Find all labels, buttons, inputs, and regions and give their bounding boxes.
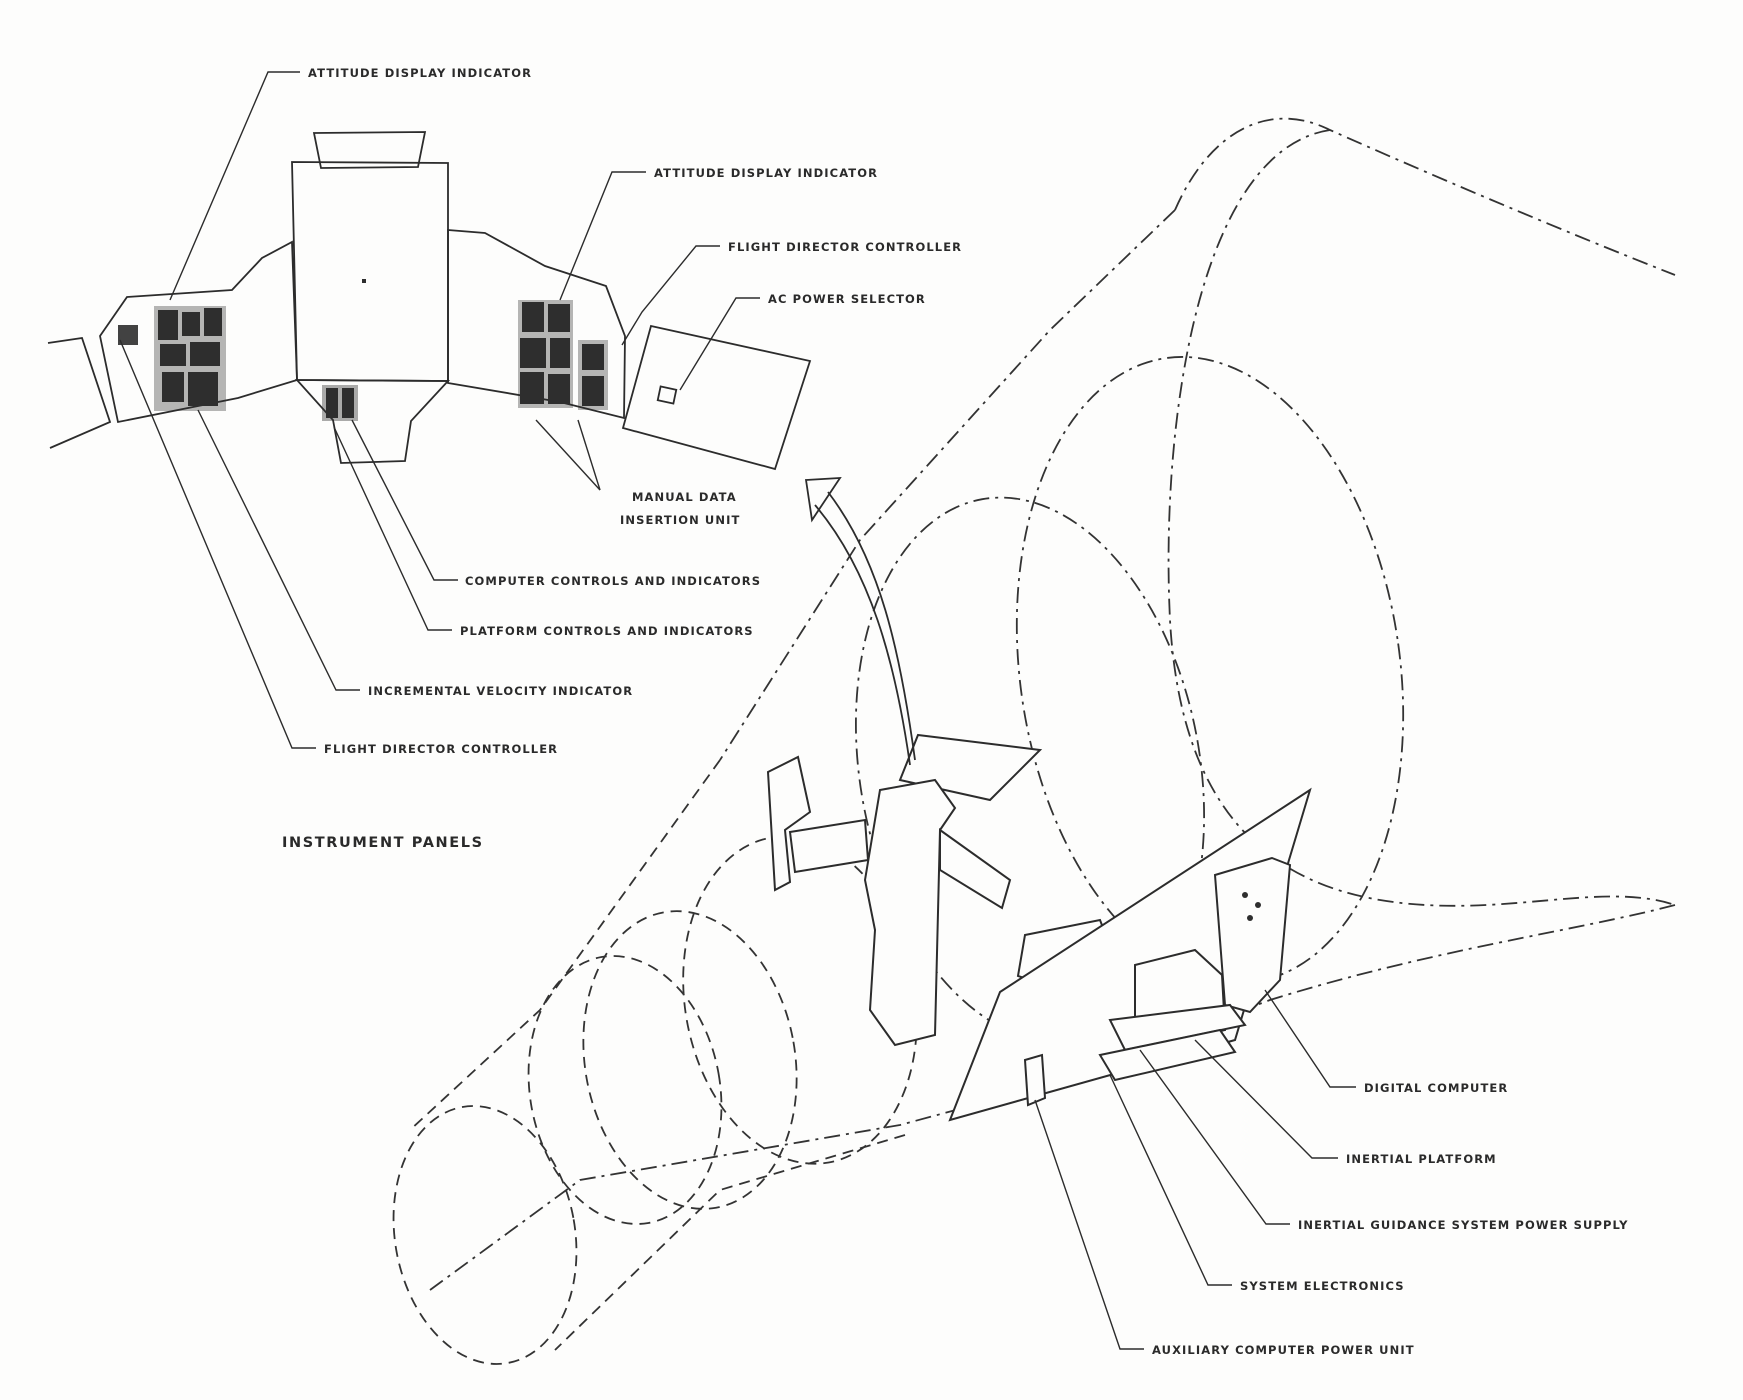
spacecraft-equipment <box>766 733 1312 1122</box>
seat-left-arm <box>788 818 870 874</box>
section-title: INSTRUMENT PANELS <box>282 835 484 851</box>
center-instrument-cluster <box>322 385 358 421</box>
cone-top-edge <box>1174 117 1676 276</box>
middle-ellipse <box>1015 356 1405 984</box>
ring-forward-2 <box>582 910 798 1210</box>
panel-center-pedestal <box>294 379 451 464</box>
label-attitude-display-right: ATTITUDE DISPLAY INDICATOR <box>654 166 878 180</box>
arrow-shaft <box>827 491 916 761</box>
aux-computer-power-box <box>1023 1053 1047 1107</box>
callout-arrow <box>804 476 916 766</box>
equipment-labels: DIGITAL COMPUTER INERTIAL PLATFORM INERT… <box>1152 1081 1629 1357</box>
ring-forward-3 <box>527 955 723 1225</box>
nose-lower-edge <box>554 1134 906 1351</box>
label-manual-data-line1: MANUAL DATA <box>632 490 737 504</box>
panel-center-box <box>291 161 449 382</box>
instrument-panel-drawing <box>47 131 812 471</box>
panel-leader-lines <box>119 71 760 749</box>
seat-left <box>766 755 812 892</box>
left-instrument-cluster <box>118 306 226 411</box>
panel-ac-power-box <box>621 324 812 471</box>
label-incremental-velocity: INCREMENTAL VELOCITY INDICATOR <box>368 684 633 698</box>
panel-right-console <box>447 229 626 420</box>
rear-ellipse-large <box>1167 129 1676 907</box>
arrow-head-icon <box>804 476 842 523</box>
label-platform-controls: PLATFORM CONTROLS AND INDICATORS <box>460 624 754 638</box>
equipment-leader-lines <box>1034 989 1356 1350</box>
panel-labels: ATTITUDE DISPLAY INDICATOR ATTITUDE DISP… <box>308 66 962 756</box>
label-igs-power-supply: INERTIAL GUIDANCE SYSTEM POWER SUPPLY <box>1298 1218 1629 1232</box>
right-instrument-cluster <box>518 300 608 410</box>
label-aux-computer-power: AUXILIARY COMPUTER POWER UNIT <box>1152 1343 1415 1357</box>
system-electronics-slab <box>1098 1028 1237 1082</box>
label-flight-director-top: FLIGHT DIRECTOR CONTROLLER <box>728 240 962 254</box>
cone-upper-left-edge <box>719 209 1176 761</box>
digital-computer-box <box>1213 856 1292 1014</box>
center-pedestal <box>863 778 957 1047</box>
label-computer-controls: COMPUTER CONTROLS AND INDICATORS <box>465 574 761 588</box>
nose-ellipse <box>392 1105 578 1365</box>
label-attitude-display-left: ATTITUDE DISPLAY INDICATOR <box>308 66 532 80</box>
pedestal-arm <box>939 828 1012 910</box>
arrow-shaft-inner <box>814 504 911 766</box>
cone-lower-edge <box>429 904 1676 1291</box>
label-flight-director-bottom: FLIGHT DIRECTOR CONTROLLER <box>324 742 558 756</box>
panel-center-top-cap <box>312 131 427 169</box>
label-manual-data-line2: INSERTION UNIT <box>620 513 740 527</box>
panel-left-console <box>99 240 298 424</box>
label-ac-power-selector: AC POWER SELECTOR <box>768 292 926 306</box>
spacecraft-outline <box>392 117 1676 1365</box>
power-supply-slab <box>1108 1003 1247 1052</box>
ac-power-selector-icon <box>656 385 678 405</box>
label-system-electronics: SYSTEM ELECTRONICS <box>1240 1279 1405 1293</box>
label-inertial-platform: INERTIAL PLATFORM <box>1346 1152 1497 1166</box>
nose-upper-edge <box>409 759 721 1131</box>
label-digital-computer: DIGITAL COMPUTER <box>1364 1081 1508 1095</box>
panel-left-stub <box>47 336 112 449</box>
